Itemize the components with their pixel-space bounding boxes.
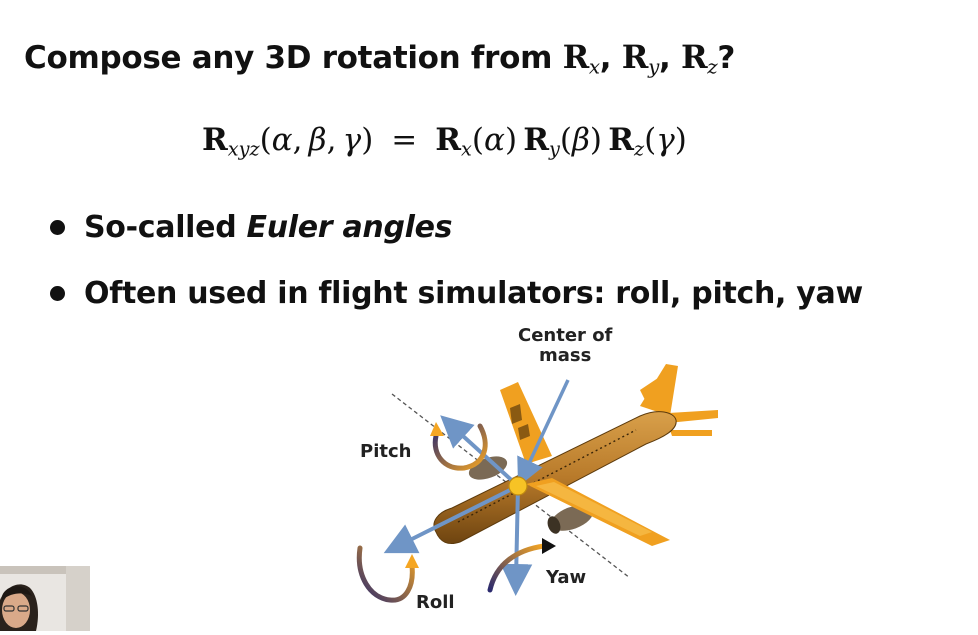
euler-angles-emphasis: Euler angles xyxy=(246,210,453,245)
title-prefix: Compose any 3D rotation from xyxy=(24,40,563,76)
center-of-mass-label: Center of mass xyxy=(518,325,613,366)
eq-rhs-ry: R xyxy=(523,122,550,158)
eq-lhs-r: R xyxy=(202,122,228,158)
euler-equation: Rxyz(α, β, γ)=Rx(α) Ry(β) Rz(γ) xyxy=(202,122,687,161)
bullet-euler: So-called Euler angles xyxy=(48,195,863,261)
title-sep2: , xyxy=(658,40,681,76)
eq-equals: = xyxy=(391,122,418,158)
bullet-flight: Often used in flight simulators: roll, p… xyxy=(48,261,863,327)
pitch-rotation-arc xyxy=(432,423,488,471)
title-suffix: ? xyxy=(717,40,736,76)
title-rz: Rz xyxy=(680,38,718,79)
center-of-mass-dot xyxy=(508,476,528,496)
presenter-video-icon xyxy=(0,566,90,631)
upper-wing xyxy=(500,382,552,464)
eq-rhs-rx: R xyxy=(435,122,462,158)
fuselage xyxy=(433,411,677,545)
center-of-mass-pointer xyxy=(517,379,570,487)
webcam-thumbnail xyxy=(0,566,90,631)
eq-rhs-rz: R xyxy=(608,122,634,158)
airplane-illustration xyxy=(356,364,718,603)
eq-lhs-sub: xyz xyxy=(227,137,260,161)
roll-rotation-arc xyxy=(356,545,415,603)
yaw-axis-arrow xyxy=(500,485,533,596)
yaw-rotation-arc xyxy=(487,543,547,593)
airplane-figure: Center of mass Pitch Roll Yaw xyxy=(340,318,740,631)
roll-label: Roll xyxy=(416,592,455,613)
roll-axis-arrow xyxy=(383,484,519,554)
bullet-list: So-called Euler angles Often used in fli… xyxy=(48,195,863,327)
pitch-label: Pitch xyxy=(360,441,412,462)
slide-title: Compose any 3D rotation from Rx, Ry, Rz? xyxy=(24,38,735,79)
title-sep1: , xyxy=(599,40,622,76)
title-ry: Ry xyxy=(621,38,660,79)
yaw-label: Yaw xyxy=(546,567,587,588)
title-rx: Rx xyxy=(562,38,600,79)
